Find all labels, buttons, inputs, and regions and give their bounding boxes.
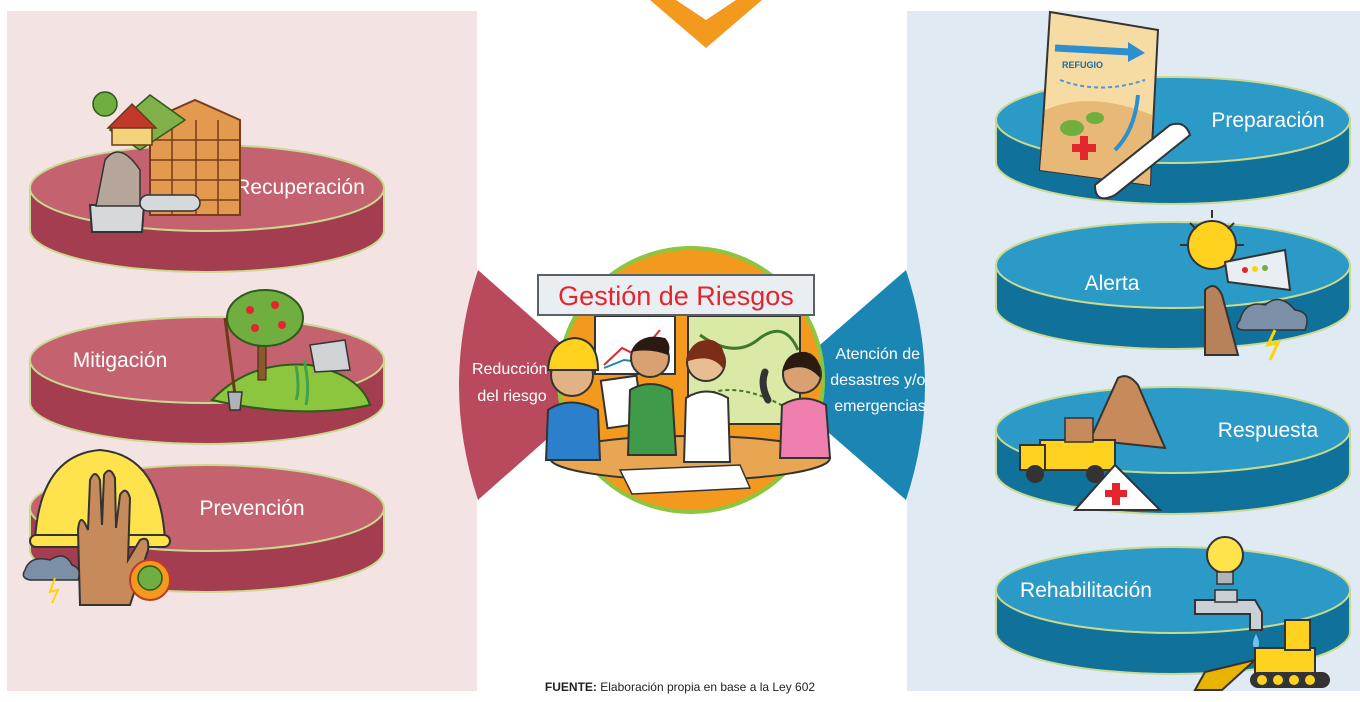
helmet-hand-icon (22, 448, 171, 606)
stage-label: Rehabilitación (1020, 579, 1152, 602)
stage-label: Recuperación (235, 176, 365, 199)
house-bricks-icon (88, 91, 241, 233)
title-banner: Gestión de Riesgos (537, 274, 815, 316)
reduction-wing (459, 270, 600, 500)
bulb-tap-bulldozer-icon (1193, 536, 1330, 691)
stage-label: Prevención (199, 497, 304, 520)
stage-label: Mitigación (73, 349, 168, 372)
source-note: FUENTE: Elaboración propia en base a la … (544, 680, 816, 694)
chevron-down-icon (650, 0, 762, 48)
map-label: REFUGIO (1062, 60, 1103, 70)
attention-label: Atención de desastres y/o emergencias (830, 346, 930, 415)
team-meeting-illustration (544, 315, 832, 495)
alert-megaphone-icon (1180, 210, 1308, 361)
stage-label: Respuesta (1218, 419, 1319, 442)
attention-wing (782, 270, 925, 500)
refuge-map-icon: REFUGIO (1038, 10, 1192, 200)
tree-planting-icon (210, 289, 372, 413)
stage-label: Alerta (1085, 272, 1140, 295)
stage-label: Preparación (1211, 109, 1324, 132)
reduction-label: Reducción del riesgo (472, 361, 552, 405)
page-title: Gestión de Riesgos (558, 281, 794, 311)
truck-tent-icon (1019, 375, 1167, 511)
